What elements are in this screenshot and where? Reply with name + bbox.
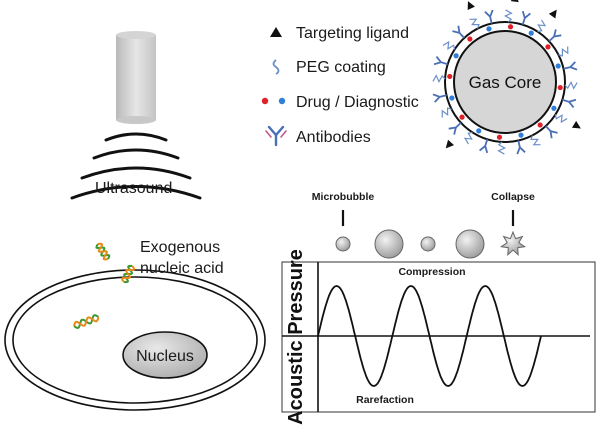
antibody-icon [545, 125, 558, 139]
peg-coating-icon [564, 80, 578, 90]
cell: Nucleus [4, 269, 266, 411]
collapse-label: Collapse [491, 191, 535, 203]
bubble-large [455, 229, 485, 259]
nucleus [122, 331, 208, 379]
targeting-ligand-icon [445, 139, 455, 149]
drug-diagnostic-dot [557, 84, 563, 91]
nucleic-acid-strands [73, 242, 135, 329]
antibody-icon [521, 10, 531, 25]
graph-frame [281, 261, 596, 413]
peg-coating-icon [272, 59, 280, 75]
rarefaction-label: Rarefaction [356, 394, 414, 406]
ultrasound-transducer [116, 31, 156, 124]
drug-diagnostic-dot [447, 73, 453, 80]
graph-axis-title: Acoustic Pressure [285, 249, 307, 425]
antibody-icon [479, 139, 489, 154]
peg-coating-icon [469, 18, 480, 29]
antibody-icon [563, 61, 578, 71]
drug-diagnostic-dot [496, 134, 503, 140]
antibody-icon [548, 29, 562, 42]
gas-core [453, 30, 557, 134]
peg-coating-icon [442, 40, 456, 50]
drug-diagnostic-dot [518, 132, 524, 138]
pressure-graph: Microbubble Collapse Compression Rarefac… [281, 191, 596, 425]
nucleic-acid-strand [121, 264, 135, 284]
compression-label: Compression [398, 266, 465, 278]
drug-diagnostic-dot [486, 26, 492, 32]
microbubble-label: Microbubble [312, 191, 375, 203]
legend-label-drug-diagnostic: Drug / Diagnostic [296, 94, 419, 111]
peg-coating-icon [554, 114, 568, 124]
drug-diagnostic-dot [467, 36, 473, 42]
targeting-ligand-icon [571, 120, 581, 129]
drug-diagnostic-dot [449, 95, 455, 101]
drug-diagnostic-dot [537, 122, 543, 128]
targeting-ligand-icon [510, 0, 519, 3]
targeting-ligand-icon [467, 1, 475, 11]
bubble-small [335, 236, 351, 252]
antibody-icon [562, 98, 577, 108]
drug-diagnostic-dot [476, 128, 482, 134]
antibody-icon [448, 122, 462, 135]
legend: Targeting ligand PEG coating Drug / Diag… [261, 25, 419, 147]
nucleic-acid-label-line2: nucleic acid [140, 260, 224, 277]
cell-membrane-inner [12, 276, 258, 404]
bubble-collapsed-star [499, 230, 527, 257]
antibody-icon [452, 25, 465, 39]
pressure-wave [317, 285, 542, 387]
ultrasound-waves [70, 132, 202, 200]
drug-diagnostic-icon [261, 97, 286, 105]
drug-diagnostic-dot [528, 30, 534, 36]
peg-coating-icon [530, 135, 541, 146]
drug-diagnostic-dot [507, 24, 514, 30]
peg-coating-icon [558, 46, 569, 57]
peg-coating-icon [441, 107, 452, 118]
drug-diagnostic-dot [551, 105, 557, 111]
gas-core-label: Gas Core [469, 73, 542, 92]
drug-diagnostic-dot [555, 63, 561, 69]
nucleus-label: Nucleus [136, 348, 194, 365]
antibody-icon [433, 56, 448, 66]
legend-label-antibodies: Antibodies [296, 129, 371, 146]
drug-diagnostic-dot [459, 114, 465, 120]
nucleic-acid-strand [95, 242, 111, 261]
peg-coating-icon [537, 19, 547, 33]
legend-label-peg-coating: PEG coating [296, 59, 386, 76]
antibody-icon [484, 9, 494, 24]
drug-diagnostic-dot [453, 53, 459, 59]
bubble-sequence [335, 229, 527, 259]
ultrasound-label: Ultrasound [95, 180, 172, 197]
gas-core-microbubble: Gas Core [432, 0, 581, 155]
antibody-icon [516, 140, 526, 155]
antibody-icon [432, 93, 447, 103]
peg-coating-icon [497, 141, 507, 155]
nucleic-acid-label-line1: Exogenous [140, 239, 220, 256]
bubble-large [374, 229, 404, 259]
peg-coating-icon [432, 74, 446, 84]
nucleic-acid-strand [73, 314, 100, 329]
bubble-small [420, 236, 436, 252]
peg-coating-icon [503, 9, 513, 23]
drug-diagnostic-dot [545, 44, 551, 50]
antibody-icon [265, 125, 287, 147]
peg-coating-icon [463, 131, 473, 145]
targeting-ligand-icon [270, 27, 282, 37]
targeting-ligand-icon [548, 9, 557, 19]
legend-label-targeting-ligand: Targeting ligand [296, 25, 409, 42]
